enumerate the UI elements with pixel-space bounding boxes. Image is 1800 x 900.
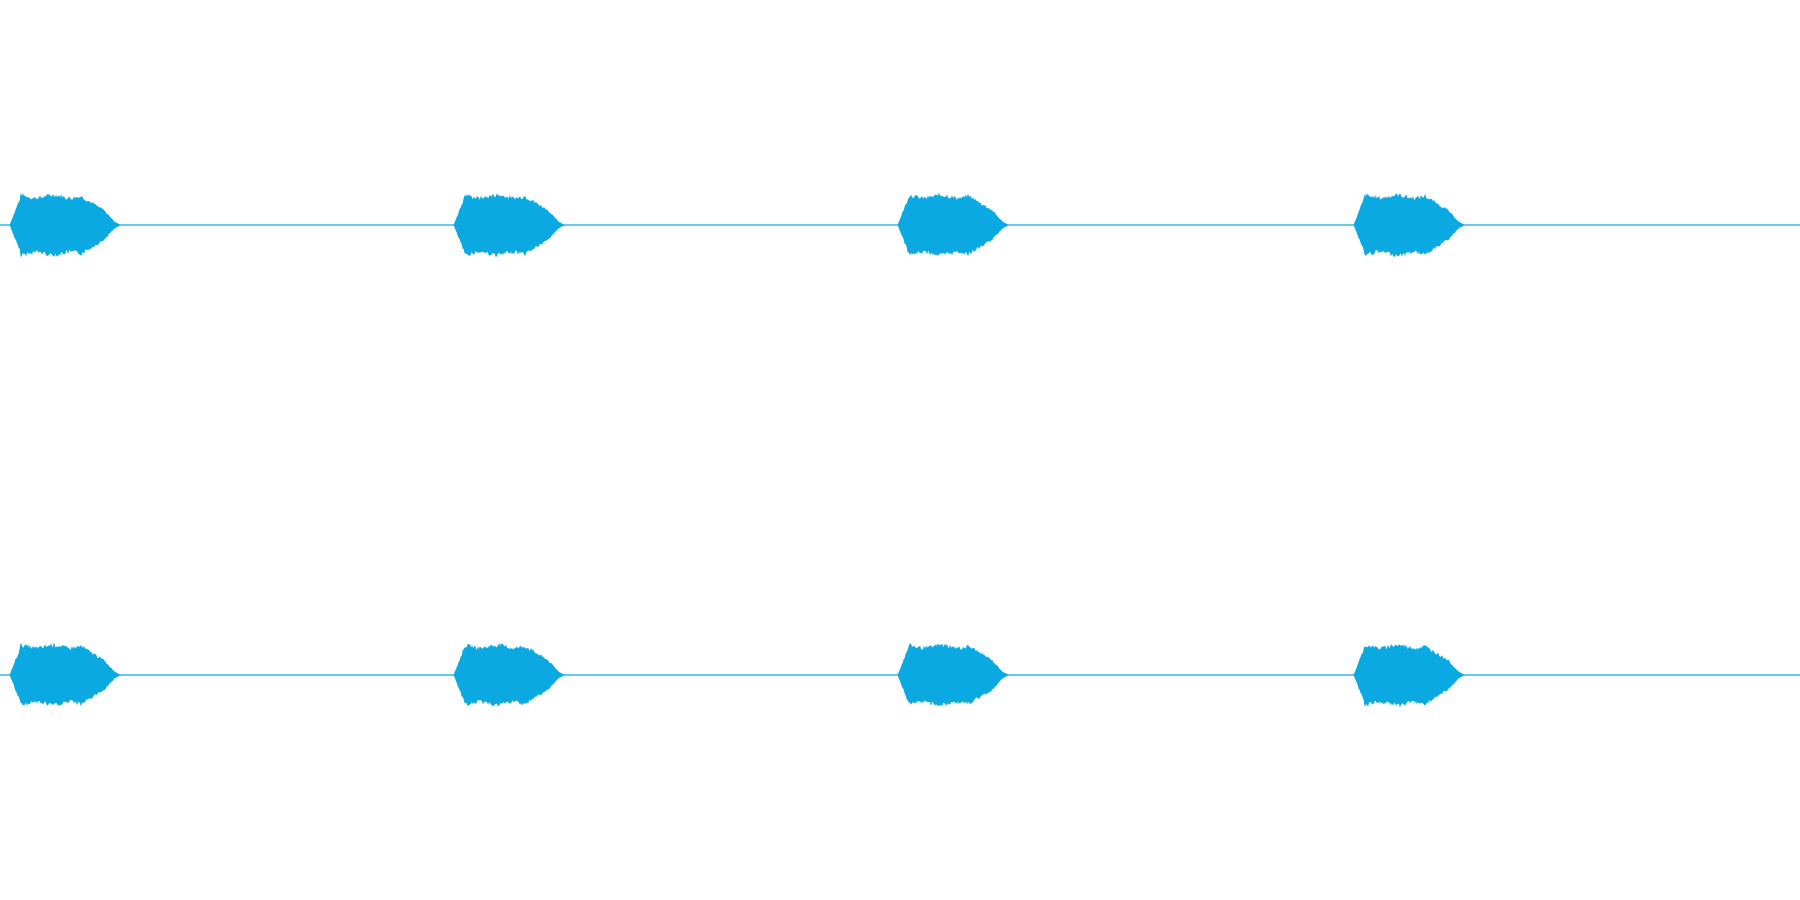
waveform-burst (1353, 644, 1465, 708)
waveform-burst (453, 643, 565, 707)
waveform-burst (897, 643, 1009, 707)
waveform-channel-left (0, 192, 1800, 258)
waveform-burst (453, 193, 565, 258)
waveform-burst (9, 642, 121, 707)
waveform-burst (1353, 193, 1465, 257)
waveform-burst (897, 192, 1009, 257)
waveform-burst (9, 192, 121, 258)
waveform-channel-right (0, 642, 1800, 708)
waveform-channels (0, 192, 1800, 708)
